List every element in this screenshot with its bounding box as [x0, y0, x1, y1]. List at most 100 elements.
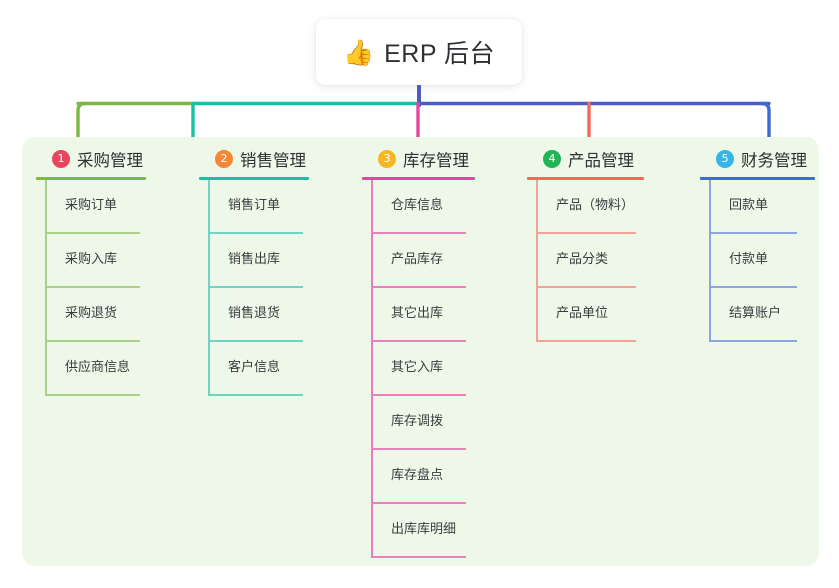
column-title-1: 采购管理	[77, 152, 143, 170]
leaf-item-underline	[536, 286, 636, 288]
leaf-item-underline	[709, 286, 797, 288]
column-underline-5	[700, 177, 815, 180]
leaf-item-underline	[208, 394, 303, 396]
leaf-item[interactable]: 其它出库	[362, 288, 512, 342]
leaf-item[interactable]: 回款单	[700, 180, 825, 234]
leaf-item-underline	[45, 340, 140, 342]
thumbs-up-icon: 👍	[342, 38, 375, 67]
leaf-item-underline	[45, 286, 140, 288]
leaf-item[interactable]: 产品库存	[362, 234, 512, 288]
leaf-item-underline	[208, 232, 303, 234]
leaf-item[interactable]: 销售订单	[199, 180, 349, 234]
leaf-item-label: 产品分类	[556, 251, 609, 266]
leaf-item-label: 销售出库	[228, 251, 281, 266]
connector-segment	[76, 101, 87, 142]
column-header-5[interactable]: 5 财务管理	[700, 147, 825, 171]
column-title-4: 产品管理	[568, 152, 634, 170]
leaf-item-label: 结算账户	[729, 305, 782, 320]
leaf-list-4: 产品（物料） 产品分类产品单位	[527, 180, 682, 342]
column-badge-4: 4	[543, 150, 561, 168]
leaf-item-label: 产品库存	[391, 251, 444, 266]
leaf-item[interactable]: 客户信息	[199, 342, 349, 396]
leaf-item-underline	[371, 448, 466, 450]
leaf-item[interactable]: 库存调拨	[362, 396, 512, 450]
leaf-item-underline	[536, 232, 636, 234]
leaf-item[interactable]: 库存盘点	[362, 450, 512, 504]
leaf-item-label: 出库库明细	[391, 521, 457, 536]
column-underline-1	[36, 177, 146, 180]
leaf-item[interactable]: 采购退货	[36, 288, 186, 342]
column-5: 5 财务管理回款单付款单结算账户	[700, 147, 825, 342]
leaf-item[interactable]: 供应商信息	[36, 342, 186, 396]
leaf-item[interactable]: 销售退货	[199, 288, 349, 342]
leaf-item-underline	[371, 232, 466, 234]
column-badge-3: 3	[378, 150, 396, 168]
leaf-list-2: 销售订单销售出库销售退货客户信息	[199, 180, 349, 396]
leaf-item-underline	[709, 232, 797, 234]
column-underline-3	[362, 177, 475, 180]
column-title-2: 销售管理	[240, 152, 306, 170]
column-underline-4	[527, 177, 644, 180]
leaf-item-underline	[709, 340, 797, 342]
leaf-item[interactable]: 仓库信息	[362, 180, 512, 234]
leaf-item-label: 其它出库	[391, 305, 444, 320]
leaf-connector-line-2	[208, 180, 210, 396]
leaf-item[interactable]: 采购订单	[36, 180, 186, 234]
leaf-item-label: 采购入库	[65, 251, 118, 266]
column-header-4[interactable]: 4 产品管理	[527, 147, 682, 171]
leaf-item-label: 产品（物料）	[556, 197, 635, 212]
column-underline-2	[199, 177, 309, 180]
leaf-item-label: 库存调拨	[391, 413, 444, 428]
column-badge-5: 5	[716, 150, 734, 168]
root-node[interactable]: 👍 ERP 后台	[316, 19, 522, 85]
leaf-item-label: 销售退货	[228, 305, 281, 320]
leaf-item-label: 付款单	[729, 251, 769, 266]
column-1: 1 采购管理采购订单采购入库采购退货供应商信息	[36, 147, 186, 396]
column-2: 2 销售管理销售订单销售出库销售退货客户信息	[199, 147, 349, 396]
leaf-item[interactable]: 其它入库	[362, 342, 512, 396]
leaf-item-underline	[45, 232, 140, 234]
connector-segment	[760, 101, 771, 142]
leaf-item-underline	[371, 286, 466, 288]
column-badge-1: 1	[52, 150, 70, 168]
column-title-3: 库存管理	[403, 152, 469, 170]
leaf-connector-line-1	[45, 180, 47, 396]
column-header-1[interactable]: 1 采购管理	[36, 147, 186, 171]
leaf-item-underline	[371, 556, 466, 558]
leaf-item-underline	[45, 394, 140, 396]
leaf-list-5: 回款单付款单结算账户	[700, 180, 825, 342]
column-title-5: 财务管理	[741, 152, 807, 170]
leaf-item-label: 客户信息	[228, 359, 281, 374]
leaf-item-label: 仓库信息	[391, 197, 444, 212]
leaf-item[interactable]: 采购入库	[36, 234, 186, 288]
leaf-item-underline	[208, 286, 303, 288]
leaf-connector-line-3	[371, 180, 373, 558]
leaf-item-underline	[371, 340, 466, 342]
column-4: 4 产品管理产品（物料） 产品分类产品单位	[527, 147, 682, 342]
leaf-item[interactable]: 销售出库	[199, 234, 349, 288]
column-badge-2: 2	[215, 150, 233, 168]
leaf-connector-line-5	[709, 180, 711, 342]
leaf-list-1: 采购订单采购入库采购退货供应商信息	[36, 180, 186, 396]
leaf-item-label: 产品单位	[556, 305, 609, 320]
leaf-item-label: 销售订单	[228, 197, 281, 212]
leaf-item-underline	[371, 394, 466, 396]
leaf-item-label: 采购订单	[65, 197, 118, 212]
leaf-item[interactable]: 产品（物料）	[527, 180, 682, 234]
leaf-item-underline	[371, 502, 466, 504]
leaf-item[interactable]: 付款单	[700, 234, 825, 288]
leaf-list-3: 仓库信息产品库存其它出库其它入库库存调拨库存盘点出库库明细	[362, 180, 512, 558]
leaf-item-label: 回款单	[729, 197, 769, 212]
root-node-label: ERP 后台	[384, 40, 496, 68]
leaf-item[interactable]: 结算账户	[700, 288, 825, 342]
leaf-item-label: 库存盘点	[391, 467, 444, 482]
leaf-item-underline	[208, 340, 303, 342]
leaf-item-label: 供应商信息	[65, 359, 131, 374]
content-panel	[22, 137, 819, 566]
column-header-2[interactable]: 2 销售管理	[199, 147, 349, 171]
column-header-3[interactable]: 3 库存管理	[362, 147, 512, 171]
leaf-item[interactable]: 出库库明细	[362, 504, 512, 558]
leaf-item[interactable]: 产品单位	[527, 288, 682, 342]
leaf-item[interactable]: 产品分类	[527, 234, 682, 288]
